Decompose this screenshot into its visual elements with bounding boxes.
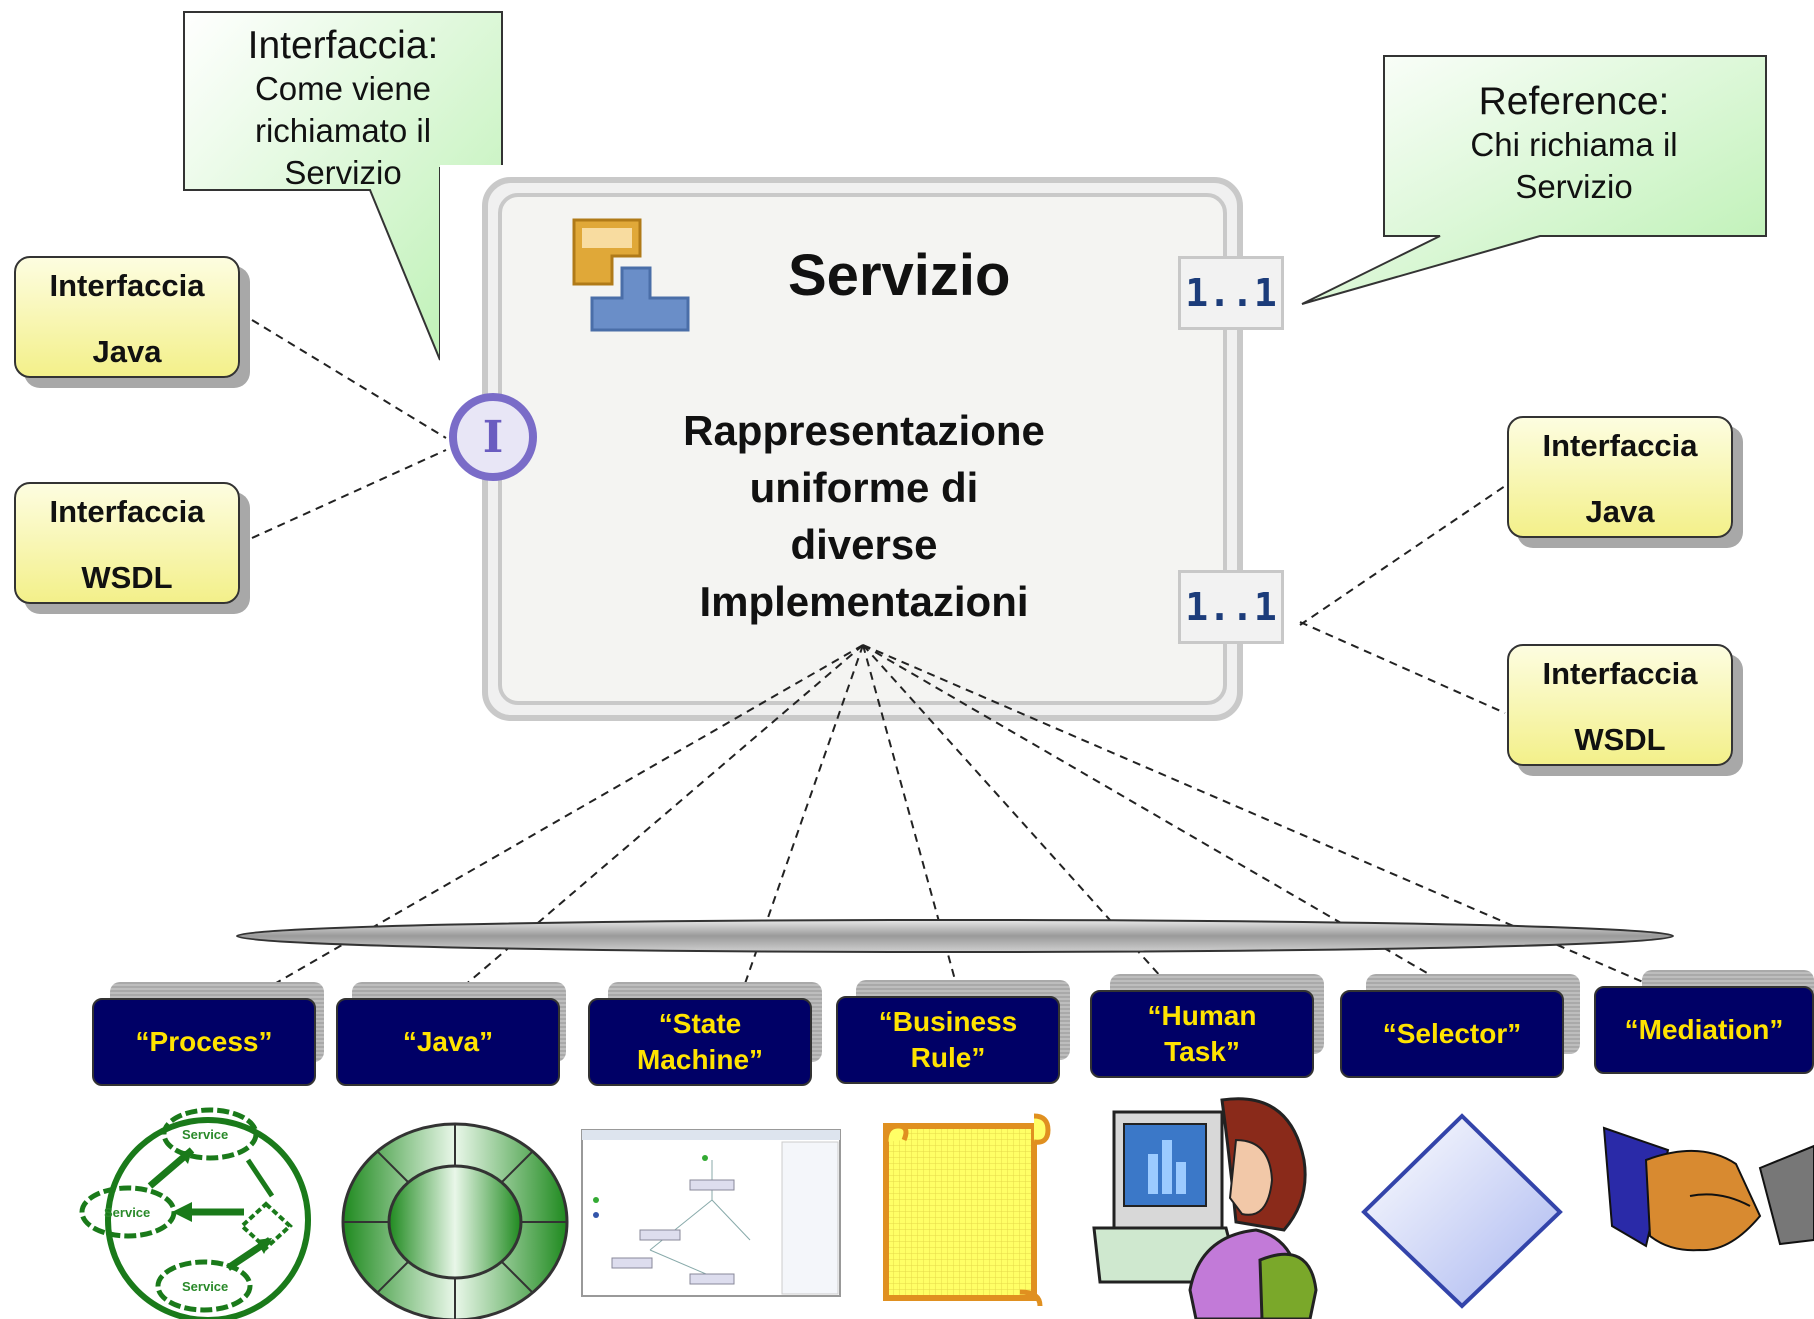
process-cycle-icon	[79, 1107, 311, 1319]
impl-business-rule-line1: “Business	[878, 1006, 1018, 1037]
right-interface-java-line2: Java	[1585, 494, 1655, 529]
diamond-icon	[1361, 1113, 1563, 1309]
service-desc-line4: Implementazioni	[699, 578, 1029, 625]
impl-mediation: “Mediation”	[1594, 986, 1814, 1074]
process-service-label: Service	[104, 1205, 151, 1220]
scroll-icon	[883, 1113, 1051, 1307]
interface-symbol-letter: I	[482, 412, 504, 463]
impl-state-machine-line1: “State	[658, 1008, 742, 1039]
interface-callout-title: Interfaccia:	[247, 24, 439, 67]
service-title: Servizio	[788, 243, 1011, 308]
right-interface-wsdl-line2: WSDL	[1574, 722, 1666, 757]
handshake-icon	[1602, 1126, 1814, 1252]
impl-business-rule-line2: Rule”	[910, 1042, 986, 1073]
service-desc-line1: Rappresentazione	[683, 407, 1045, 454]
left-interface-wsdl: Interfaccia WSDL	[14, 482, 240, 604]
impl-human-task: “Human Task”	[1090, 990, 1314, 1078]
service-description: Rappresentazione uniforme di diverse Imp…	[610, 402, 1118, 630]
implementation-bar	[236, 919, 1674, 953]
left-interface-java-line1: Interfaccia	[49, 268, 205, 303]
left-interface-wsdl-line1: Interfaccia	[49, 494, 205, 529]
impl-human-task-line1: “Human	[1147, 1000, 1257, 1031]
reference-multiplicity-top: 1..1	[1178, 256, 1284, 330]
interface-callout-text: Interfaccia: Come viene richiamato il Se…	[190, 24, 496, 194]
java-ring-icon	[341, 1122, 569, 1319]
component-icon	[572, 218, 690, 332]
reference-callout-text: Reference: Chi richiama il Servizio	[1418, 80, 1730, 208]
impl-business-rule: “Business Rule”	[836, 996, 1060, 1084]
impl-process: “Process”	[92, 998, 316, 1086]
state-machine-screenshot-icon	[581, 1129, 841, 1297]
service-desc-line3: diverse	[790, 521, 938, 568]
impl-human-task-line2: Task”	[1164, 1036, 1240, 1067]
interface-callout-line3: Servizio	[284, 154, 402, 191]
impl-selector-line1: “Selector”	[1382, 1018, 1522, 1049]
process-service-label: Service	[182, 1279, 229, 1294]
impl-java: “Java”	[336, 998, 560, 1086]
reference-callout-line2: Servizio	[1515, 168, 1633, 205]
impl-state-machine-line2: Machine”	[636, 1044, 764, 1075]
reference-multiplicity-bottom: 1..1	[1178, 570, 1284, 644]
interface-callout-line2: richiamato il	[254, 112, 432, 149]
human-at-computer-icon	[1092, 1097, 1318, 1319]
left-interface-java: Interfaccia Java	[14, 256, 240, 378]
impl-state-machine: “State Machine”	[588, 998, 812, 1086]
reference-callout-title: Reference:	[1478, 80, 1670, 123]
left-interface-wsdl-line2: WSDL	[81, 560, 173, 595]
process-service-label: Service	[182, 1127, 229, 1142]
right-interface-java-line1: Interfaccia	[1542, 428, 1698, 463]
service-desc-line2: uniforme di	[749, 464, 979, 511]
impl-process-line1: “Process”	[135, 1026, 273, 1057]
right-interface-java: Interfaccia Java	[1507, 416, 1733, 538]
interface-callout-line1: Come viene	[254, 70, 432, 107]
impl-java-line1: “Java”	[402, 1026, 494, 1057]
impl-selector: “Selector”	[1340, 990, 1564, 1078]
right-interface-wsdl: Interfaccia WSDL	[1507, 644, 1733, 766]
right-interface-wsdl-line1: Interfaccia	[1542, 656, 1698, 691]
left-interface-java-line2: Java	[92, 334, 162, 369]
reference-callout	[1301, 55, 1767, 305]
interface-symbol-icon	[449, 393, 537, 481]
impl-mediation-line1: “Mediation”	[1624, 1014, 1784, 1045]
reference-callout-line1: Chi richiama il	[1470, 126, 1678, 163]
